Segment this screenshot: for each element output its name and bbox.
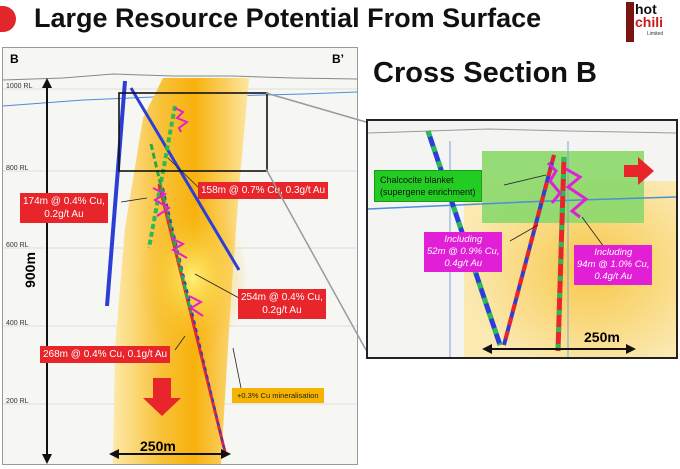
main-width-label: 250m [140,438,176,454]
rl-label: 1000 RL [6,83,33,90]
intercept-callout-174m: 174m @ 0.4% Cu, 0.2g/t Au [20,193,108,223]
drill-hole-4-overlay [162,187,226,453]
topography-line [2,73,358,81]
chalcocite-label: Chalcocite blanket (supergene enrichment… [374,170,482,202]
section-end-label: B’ [332,52,344,66]
zoomed-cross-section [366,119,678,359]
lateral-extension-arrow-icon [624,157,654,185]
main-section-graphic [2,73,358,464]
zoom-section-graphic [367,128,677,357]
drill-hole-5 [149,143,193,314]
intercept-callout-254m: 254m @ 0.4% Cu, 0.2g/t Au [238,289,326,319]
assay-spikes-2 [152,187,171,217]
logo-text-limited: Limited [647,31,664,37]
cross-section-title: Cross Section B [373,57,597,89]
company-logo: hot chili Limited [622,0,666,46]
brand-red-mark [0,6,16,32]
deepening-arrow-icon [143,378,181,416]
intercept-callout-158m: 158m @ 0.7% Cu, 0.3g/t Au [198,182,329,199]
drill-hole-3 [147,105,177,249]
logo-text-chili: chili [635,14,664,30]
mineralisation-legend: +0.3% Cu mineralisation [232,388,324,403]
slide-title: Large Resource Potential From Surface [34,3,542,33]
assay-spikes-3 [170,237,188,259]
drill-hole-2 [129,87,241,271]
rl-label: 800 RL [6,165,29,172]
zoom-drill-hole-3 [555,156,567,352]
including-callout-52m: Including 52m @ 0.9% Cu, 0.4g/t Au [424,232,503,272]
logo-chili-icon [626,2,634,42]
rl-label: 600 RL [6,242,29,249]
zoom-box [118,92,268,172]
logo-text-hot: hot [635,1,657,17]
including-callout-94m: Including 94m @ 1.0% Cu, 0.4g/t Au [574,245,653,285]
main-cross-section [2,47,358,465]
assay-spikes-1 [174,107,190,133]
rl-label: 200 RL [6,398,29,405]
intercept-callout-268m: 268m @ 0.4% Cu, 0.1g/t Au [40,346,171,363]
section-start-label: B [10,52,19,66]
rl-label: 400 RL [6,320,29,327]
zoom-width-label: 250m [584,329,620,345]
drill-hole-1 [105,80,127,307]
assay-spikes-4 [188,295,204,317]
